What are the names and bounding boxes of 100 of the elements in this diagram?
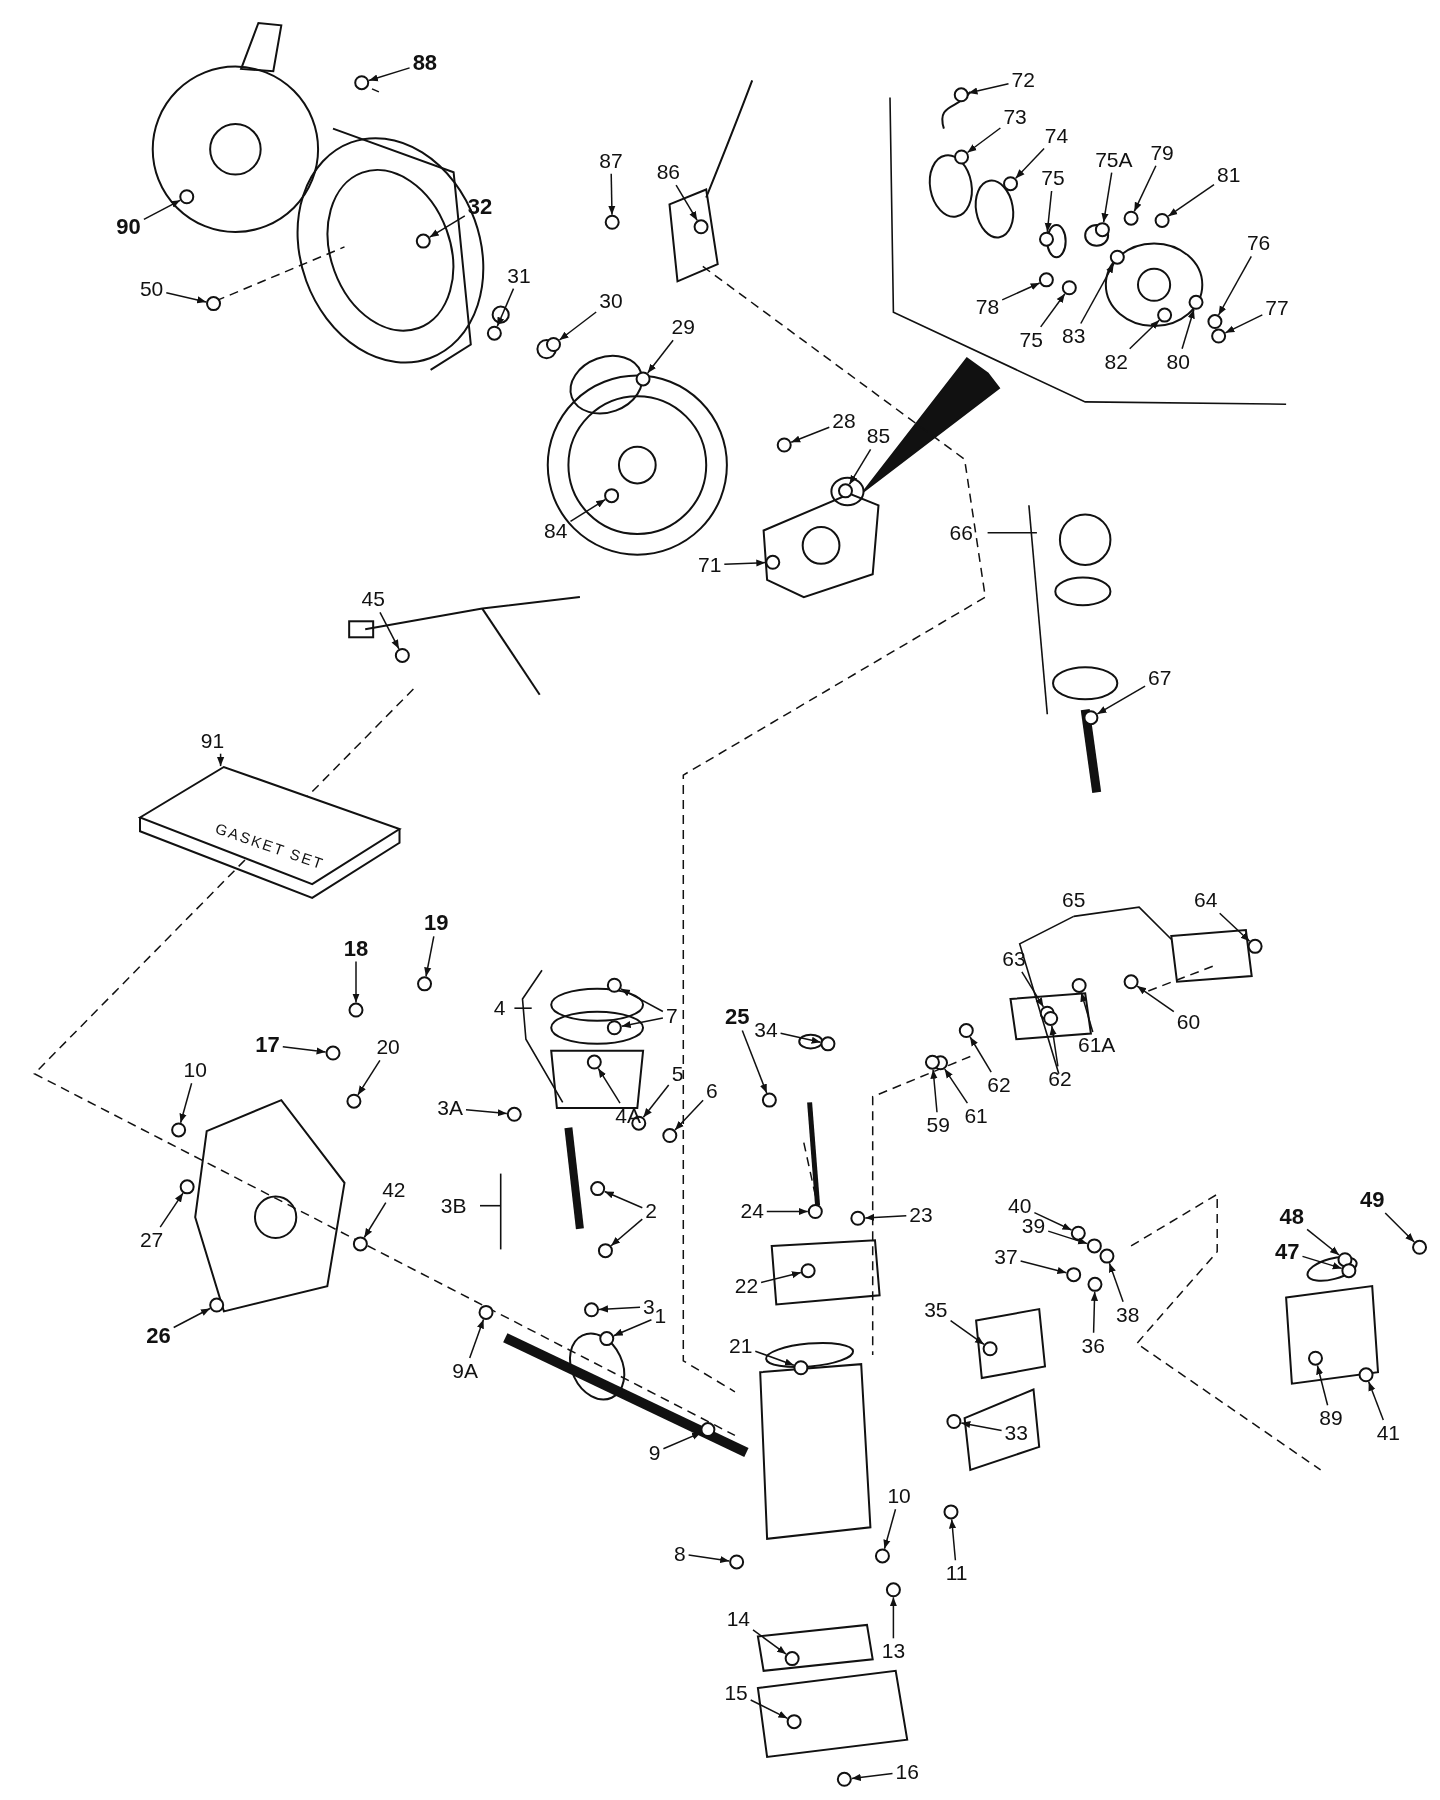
callout-number: 32 [466, 195, 494, 218]
part-marker [982, 1341, 998, 1357]
leader-line [612, 1318, 653, 1337]
part-marker [584, 1302, 599, 1318]
callout-number: 89 [1318, 1407, 1344, 1430]
part-marker [546, 337, 561, 352]
part-marker [943, 1504, 959, 1520]
leader-line [930, 1068, 938, 1114]
part-marker [836, 1771, 852, 1787]
part-marker [597, 1243, 613, 1259]
part-marker [800, 1263, 816, 1279]
callout-number: 35 [923, 1299, 949, 1322]
part-marker [838, 483, 853, 499]
part-marker [958, 1023, 974, 1039]
part-marker [1412, 1239, 1428, 1255]
leader-line [1136, 985, 1175, 1013]
callout-number: 48 [1278, 1206, 1306, 1229]
leader-line [597, 1067, 621, 1104]
part-marker [786, 1714, 802, 1730]
leader-line [1181, 308, 1195, 350]
callout-number: 83 [1061, 325, 1087, 348]
part-marker [1247, 938, 1263, 954]
callout-number: 22 [733, 1275, 760, 1298]
part-marker [1038, 272, 1054, 288]
callout-number: 49 [1359, 1189, 1386, 1211]
callout-number: 31 [506, 264, 532, 287]
callout-number: 9 [647, 1441, 662, 1464]
part-marker [1123, 974, 1139, 990]
callout-number: 25 [724, 1006, 751, 1029]
leader-line [642, 1084, 670, 1119]
part-marker [415, 233, 431, 249]
part-marker [586, 1054, 602, 1070]
callout-number: 59 [925, 1114, 951, 1137]
leader-line [967, 83, 1010, 95]
leader-line [1316, 1364, 1329, 1406]
callout-number: 26 [145, 1324, 172, 1347]
leader-line [864, 1213, 908, 1221]
leader-line [1384, 1212, 1415, 1243]
leader-line [674, 1099, 704, 1131]
leader-line [1019, 1260, 1068, 1275]
callout-number: 30 [598, 289, 624, 312]
leader-line [620, 988, 664, 1013]
leader-line [1128, 319, 1160, 350]
part-marker [209, 1297, 225, 1313]
leader-line [949, 1319, 985, 1346]
part-marker [417, 976, 433, 992]
callout-number: 76 [1245, 232, 1272, 255]
part-marker [776, 437, 792, 453]
leader-line [966, 127, 1002, 154]
leader-line [179, 1082, 193, 1124]
leader-line [558, 311, 597, 341]
leader-line [1096, 685, 1146, 715]
leader-line [165, 291, 207, 304]
callout-number: 18 [342, 937, 370, 960]
callout-number: 77 [1264, 296, 1290, 319]
callout-number: 27 [138, 1229, 165, 1252]
callout-number: 47 [1274, 1240, 1301, 1263]
part-marker [1211, 328, 1227, 344]
callout-number: 60 [1175, 1011, 1202, 1033]
callout-number: 75A [1094, 148, 1134, 171]
callout-number: 91 [199, 729, 226, 752]
gasket-package [138, 765, 402, 900]
callout-number: 10 [182, 1059, 208, 1082]
leader-line [496, 287, 515, 328]
leader-line [1044, 190, 1053, 233]
callout-number: 71 [697, 553, 723, 576]
leader-line [1217, 255, 1253, 316]
leader-line [1108, 1262, 1124, 1303]
part-marker [1087, 1276, 1103, 1292]
callout-number: 73 [1002, 106, 1028, 129]
part-marker [179, 189, 195, 205]
callout-number: 74 [1043, 124, 1070, 147]
callout-number: 33 [1003, 1422, 1029, 1445]
part-marker [394, 647, 410, 663]
leader-line [675, 184, 698, 222]
leader-line [569, 498, 606, 523]
callout-number: 66 [948, 521, 974, 544]
part-marker [1070, 1225, 1086, 1241]
leader-line [790, 426, 831, 444]
callout-number: 39 [1020, 1215, 1047, 1238]
callout-number: 90 [115, 216, 142, 239]
callout-number: 13 [880, 1640, 907, 1663]
callout-number: 62 [986, 1074, 1012, 1097]
leader-line [217, 752, 225, 767]
callout-number: 82 [1103, 350, 1129, 373]
part-marker [1071, 977, 1087, 993]
callout-number: 61A [1076, 1033, 1117, 1056]
callout-number: 8 [672, 1542, 687, 1565]
part-marker [693, 219, 709, 235]
callout-number: 19 [423, 912, 450, 935]
callout-number: 86 [655, 161, 681, 184]
leader-line [1224, 314, 1264, 334]
callout-number: 11 [944, 1562, 969, 1585]
callout-number: 84 [543, 519, 569, 542]
callout-number: 50 [138, 278, 165, 301]
leader-line [1021, 971, 1045, 1008]
callout-number: 88 [411, 52, 439, 75]
callout-number: 2 [644, 1200, 658, 1223]
part-marker [604, 214, 620, 230]
leader-line [760, 1271, 802, 1284]
